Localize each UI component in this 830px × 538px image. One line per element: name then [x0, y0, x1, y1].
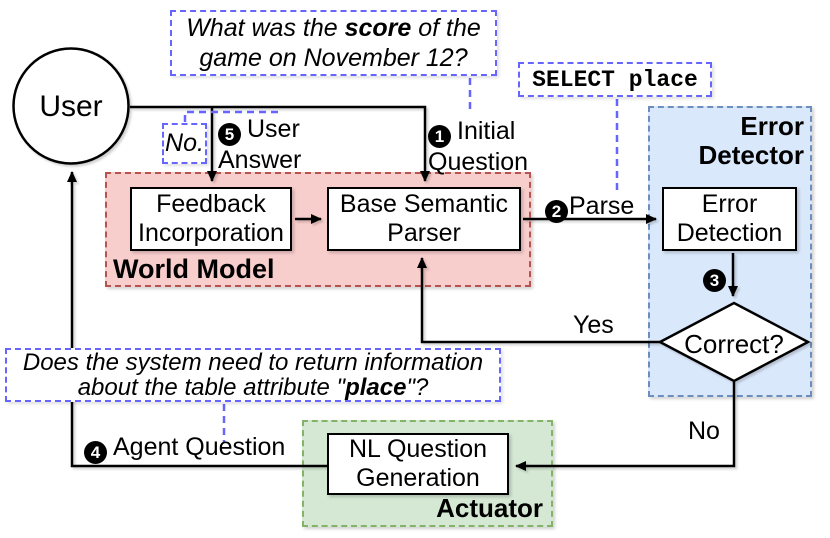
step-2-badge: 2	[545, 200, 568, 223]
user-answer-text: No.	[165, 129, 204, 157]
label-no: No	[688, 417, 720, 445]
step-4-badge: 4	[84, 441, 107, 464]
world-model-label: World Model	[113, 254, 275, 284]
base-semantic-parser-node: Base Semantic Parser	[327, 187, 521, 251]
bold-score: score	[344, 14, 412, 42]
agent-question-line1: Does the system need to return informati…	[22, 349, 484, 376]
actuator-label: Actuator	[436, 493, 543, 523]
error-detection-node: Error Detection	[662, 187, 797, 251]
user-node-label: User	[39, 90, 103, 123]
label-yes: Yes	[573, 311, 614, 339]
step-3-badge: 3	[703, 269, 726, 292]
error-detector-label: Error Detector	[698, 111, 804, 170]
correct-decision-label: Correct?	[684, 329, 784, 359]
initial-question-speech-box: What was the score of the game on Novemb…	[170, 10, 497, 76]
initial-question-line1: What was the score of the	[186, 14, 481, 42]
sql-parse-box: SELECT place	[518, 62, 712, 97]
feedback-incorporation-node: Feedback Incorporation	[130, 187, 292, 251]
sql-parse-text: SELECT place	[532, 66, 698, 93]
initial-question-line2: game on November 12?	[199, 44, 468, 72]
agent-question-speech-box: Does the system need to return informati…	[5, 348, 501, 402]
step-1-badge: 1	[428, 125, 451, 148]
user-answer-example-box: No.	[162, 123, 207, 164]
agent-question-line2: about the table attribute "place"?	[77, 374, 429, 401]
label-step-3: 3	[703, 261, 726, 292]
nl-question-generation-node: NL Question Generation	[327, 433, 509, 495]
step-5-badge: 5	[218, 123, 241, 146]
bold-place: place	[345, 374, 407, 401]
